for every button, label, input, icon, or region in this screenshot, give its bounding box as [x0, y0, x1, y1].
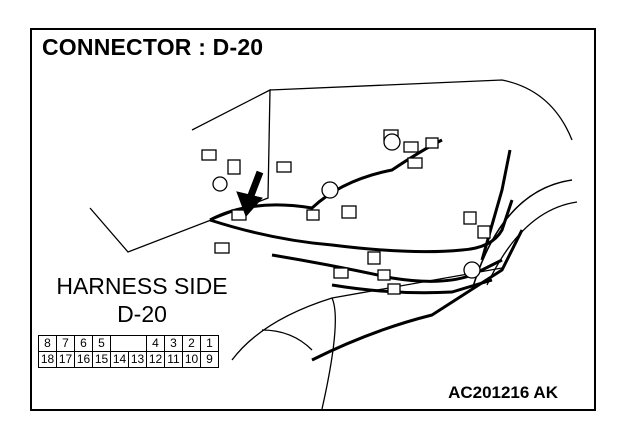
connector-shape [214, 242, 230, 254]
harness-side-label: HARNESS SIDE D-20 [32, 272, 252, 328]
connector-grommet [321, 181, 339, 199]
pin-cell: 10 [182, 351, 201, 368]
pin-cell: 8 [38, 335, 57, 352]
harness-connector-id: D-20 [117, 301, 167, 327]
pin-cell: 17 [56, 351, 75, 368]
pin-cell: 7 [56, 335, 75, 352]
connector-shape [201, 149, 217, 161]
connector-shape [227, 159, 241, 175]
pin-cell: 3 [164, 335, 183, 352]
connector-shape [306, 209, 320, 221]
fender-top-outline [269, 79, 573, 141]
connector-shape [367, 251, 381, 265]
pin-cell: 6 [74, 335, 93, 352]
connector-shape [333, 267, 349, 279]
pin-cell: 14 [110, 351, 129, 368]
pin-cell: 1 [200, 335, 219, 352]
pin-cell-blank [128, 335, 147, 352]
pin-cell: 18 [38, 351, 57, 368]
harness-bundle-vertical [480, 149, 512, 261]
connector-shape [387, 283, 401, 295]
pin-row-bottom: 18 17 16 15 14 13 12 11 10 9 [38, 351, 219, 368]
connector-shape [341, 205, 357, 219]
pin-row-top: 8 7 6 5 4 3 2 1 [38, 335, 219, 352]
pin-cell: 15 [92, 351, 111, 368]
body-line-front [321, 297, 336, 409]
connector-shape [477, 225, 491, 239]
harness-bundle-lower [271, 253, 503, 283]
connector-shape [425, 137, 439, 149]
harness-bundle-middle [209, 199, 514, 254]
pin-cell: 13 [128, 351, 147, 368]
pin-cell: 4 [146, 335, 165, 352]
pin-cell: 12 [146, 351, 165, 368]
pin-cell: 5 [92, 335, 111, 352]
bumper-curve [261, 329, 313, 351]
harness-side-text: HARNESS SIDE [56, 273, 228, 299]
bulkhead-outline [89, 88, 271, 253]
connector-pin-layout: 8 7 6 5 4 3 2 1 18 17 16 15 14 13 12 11 … [38, 335, 219, 368]
connector-title: CONNECTOR : D-20 [42, 34, 264, 60]
pin-cell: 2 [182, 335, 201, 352]
pin-cell: 9 [200, 351, 219, 368]
connector-grommet [212, 176, 228, 192]
harness-bundle-side [311, 229, 524, 362]
pointer-arrow [236, 170, 264, 217]
connector-shape [407, 157, 423, 169]
body-line-lower [231, 267, 503, 361]
reference-code: AC201216 AK [448, 383, 558, 402]
pin-cell: 11 [164, 351, 183, 368]
pin-cell: 16 [74, 351, 93, 368]
diagram-frame: CONNECTOR : D-20 [30, 28, 596, 411]
harness-illustration [89, 79, 578, 409]
connector-shape [403, 141, 419, 153]
connector-shape [276, 161, 292, 173]
connector-shape [463, 211, 477, 225]
connector-grommet [463, 261, 481, 279]
pin-cell-blank [110, 335, 129, 352]
connector-shape [377, 269, 391, 281]
connector-grommet [383, 133, 401, 151]
